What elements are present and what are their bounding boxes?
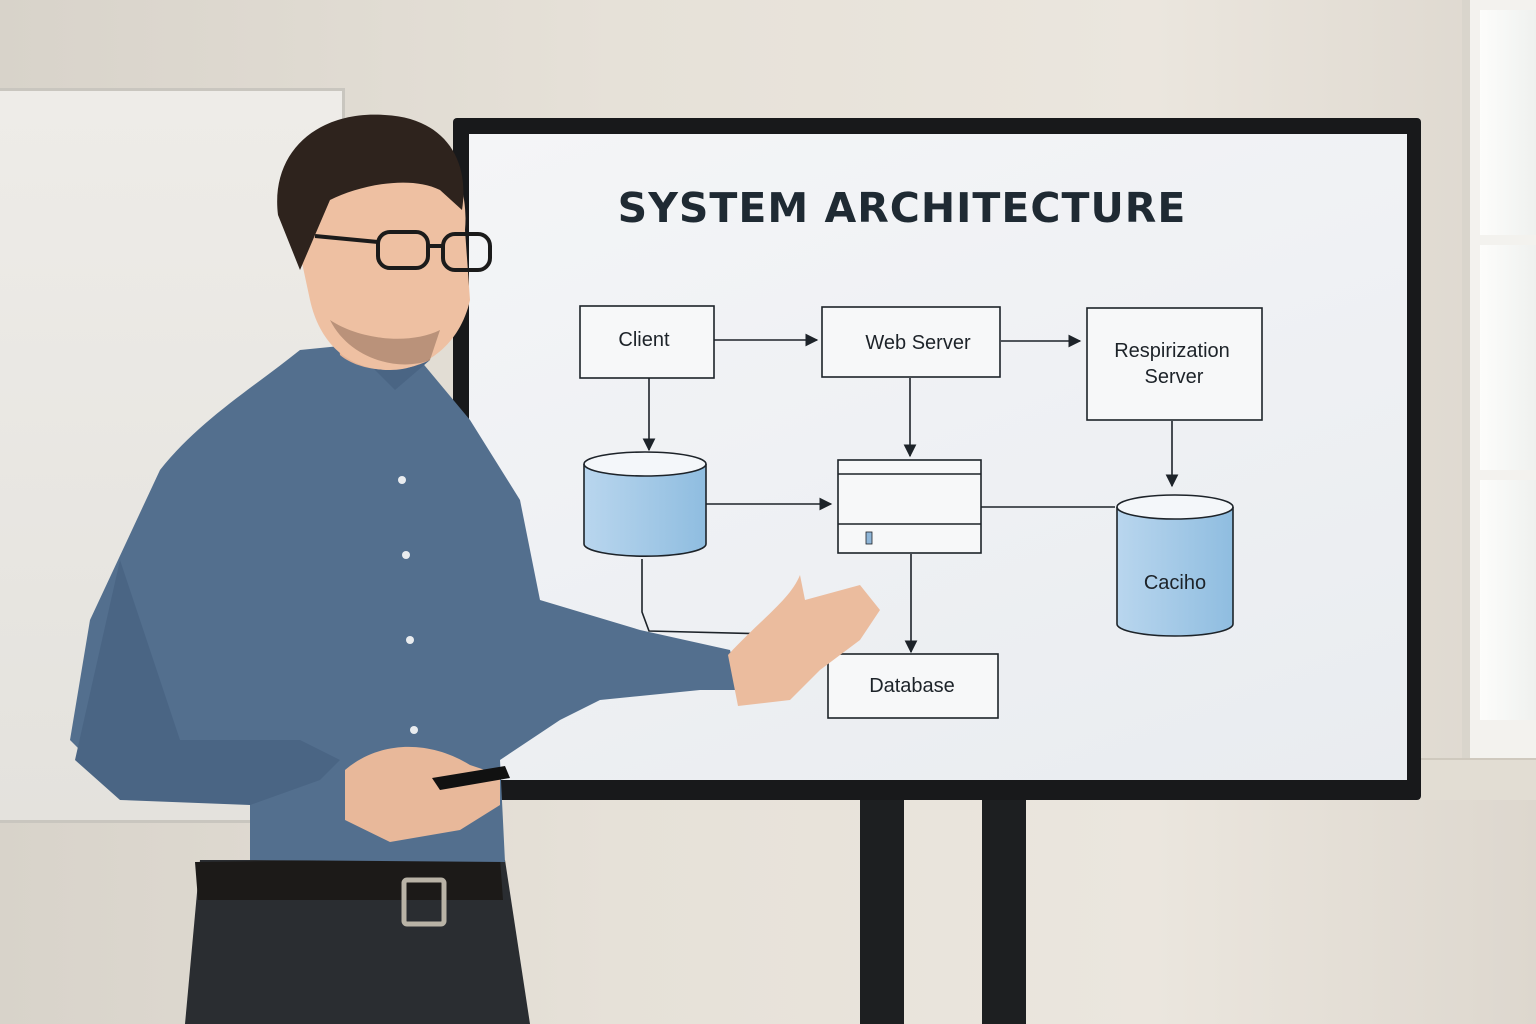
cache-label: Caciho <box>1144 572 1206 594</box>
node-cache: Caciho <box>1116 494 1234 637</box>
belt <box>195 858 503 900</box>
right-hand <box>728 575 880 706</box>
window-pane <box>1480 10 1536 235</box>
window-pane <box>1480 245 1536 470</box>
display-stand-leg <box>860 798 904 1024</box>
belt-buckle <box>401 877 447 927</box>
node-service-table <box>837 459 982 554</box>
diagram-canvas: Client Web Server Respirization Server <box>579 305 1263 719</box>
window <box>1462 0 1536 760</box>
respirization-label-line2: Server <box>1145 366 1204 388</box>
shirt-sleeve <box>75 560 340 805</box>
client-label: Client <box>618 329 670 351</box>
beard <box>330 320 440 365</box>
web-server-label: Web Server <box>865 332 971 354</box>
glasses <box>314 230 492 272</box>
node-respirization-server: Respirization Server <box>1086 307 1263 421</box>
architecture-diagram: SYSTEM ARCHITECTURE <box>469 134 1407 780</box>
node-client: Client <box>579 305 715 379</box>
presentation-remote <box>432 766 510 790</box>
display-stand-leg <box>982 798 1026 1024</box>
node-database: Database <box>827 653 999 719</box>
node-web-server: Web Server <box>821 306 1001 378</box>
window-pane <box>1480 480 1536 720</box>
line-store-to-database <box>641 559 770 635</box>
left-hand <box>345 746 500 842</box>
database-label: Database <box>869 675 955 697</box>
hair <box>277 114 464 271</box>
node-data-store <box>583 451 707 557</box>
shirt-buttons <box>398 476 418 734</box>
window-sill <box>1420 758 1536 800</box>
respirization-label-line1: Respirization <box>1114 340 1230 362</box>
shirt <box>70 345 740 862</box>
slide-title: SYSTEM ARCHITECTURE <box>617 184 1187 232</box>
